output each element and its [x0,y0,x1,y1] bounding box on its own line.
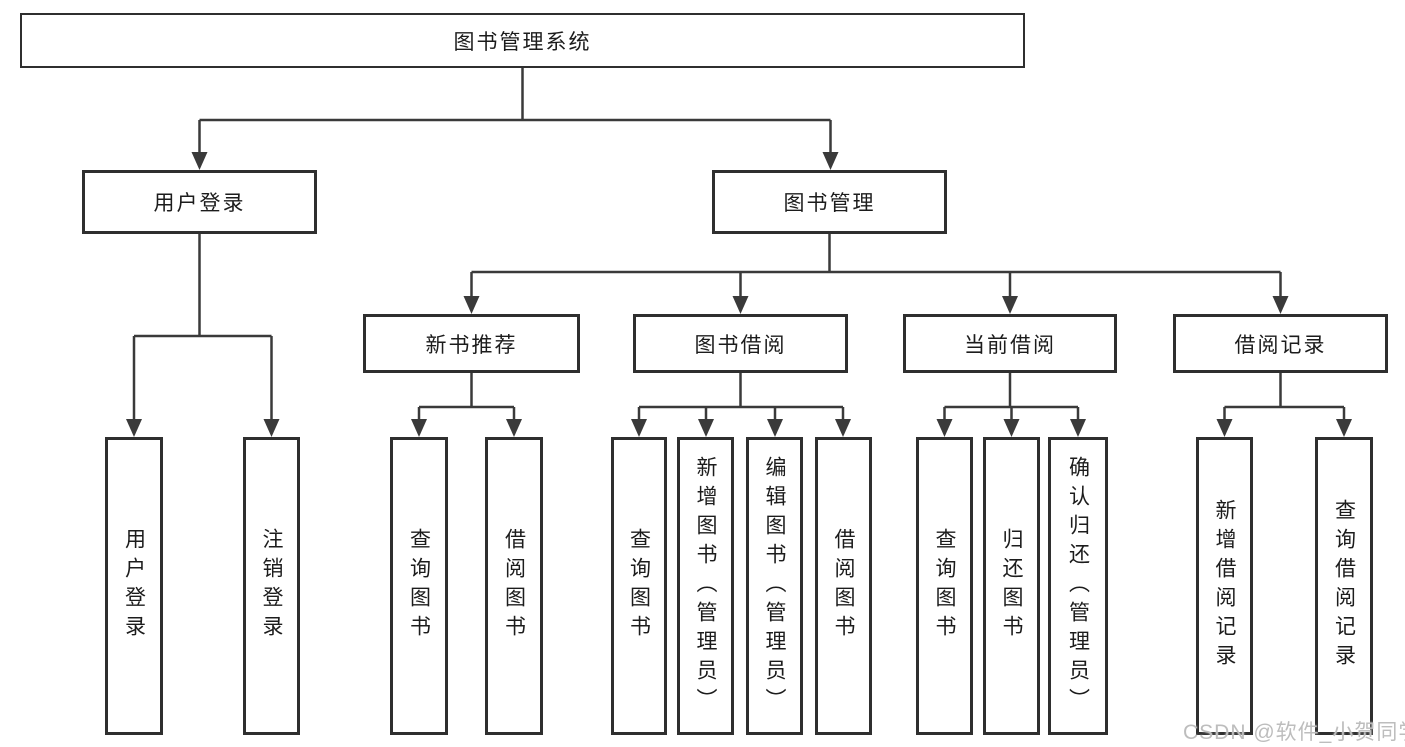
leaf-query-book-2: 查询图书 [611,437,667,735]
connector-user-login [132,234,273,421]
connector-new-book [417,373,516,421]
leaf-borrow-book-1: 借阅图书 [485,437,543,735]
leaf-query-book-1: 查询图书 [390,437,448,735]
leaf-borrow-book-2: 借阅图书 [815,437,872,735]
connector-book-borrow [637,373,845,421]
leaf-edit-book-admin: 编辑图书（管理员） [746,437,803,735]
node-book-management: 图书管理 [712,170,947,234]
leaf-query-book-3: 查询图书 [916,437,973,735]
node-current-borrowing: 当前借阅 [903,314,1117,373]
leaf-confirm-return-admin: 确认归还（管理员） [1048,437,1108,735]
leaf-query-borrow-record: 查询借阅记录 [1315,437,1373,735]
connector-book-management [470,234,1282,298]
node-user-login: 用户登录 [82,170,317,234]
connector-current-borrow [943,373,1080,421]
node-borrowing-records: 借阅记录 [1173,314,1388,373]
leaf-user-login: 用户登录 [105,437,163,735]
node-book-borrowing: 图书借阅 [633,314,848,373]
node-new-book-recommend: 新书推荐 [363,314,580,373]
leaf-logout: 注销登录 [243,437,300,735]
connector-root [198,68,832,154]
leaf-add-book-admin: 新增图书（管理员） [677,437,734,735]
leaf-add-borrow-record: 新增借阅记录 [1196,437,1253,735]
leaf-return-book: 归还图书 [983,437,1040,735]
connector-borrow-record [1223,373,1346,421]
csdn-watermark: CSDN @软件_小贺同学 [1183,721,1405,744]
node-root-title: 图书管理系统 [20,13,1025,68]
